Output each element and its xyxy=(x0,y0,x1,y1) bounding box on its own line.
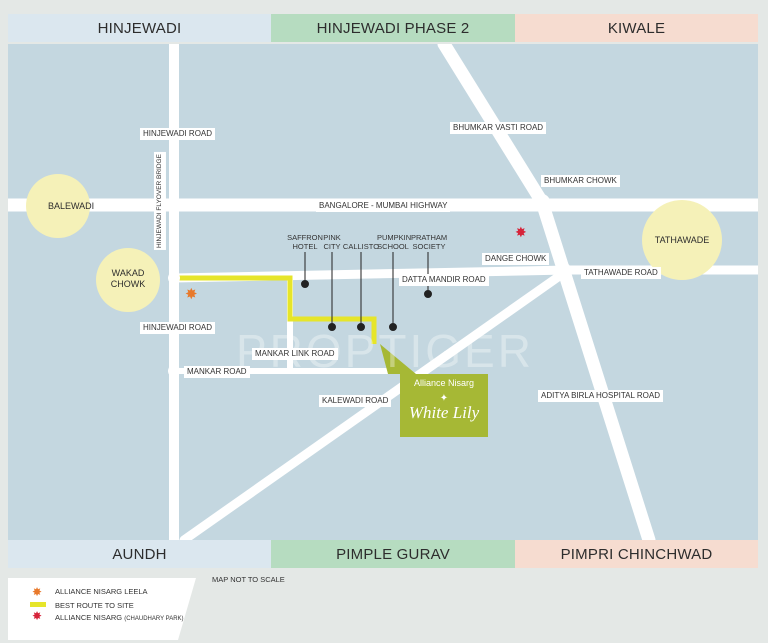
label-kalewadi-road: KALEWADI ROAD xyxy=(319,395,392,407)
road-aditya-birla xyxy=(535,195,656,540)
sparkle-icon: ✦ xyxy=(439,393,449,404)
legend-panel: ✸ ✸ xyxy=(8,578,196,640)
legend-alliance-suffix: (CHAUDHARY PARK) xyxy=(124,616,184,622)
site-subtitle: Alliance Nisarg xyxy=(413,378,475,388)
junction-mankar xyxy=(168,365,180,377)
legend-label-alliance-nisarg: ALLIANCE NISARG (CHAUDHARY PARK) xyxy=(55,613,184,622)
label-aditya-birla-hospital-road: ADITYA BIRLA HOSPITAL ROAD xyxy=(538,390,663,402)
label-pratham-society: PRATHAM SOCIETY xyxy=(411,233,448,251)
junction-wakad xyxy=(168,272,180,284)
label-hinjewadi-flyover: HINJEWADI FLYOVER BRIDGE xyxy=(153,152,166,250)
site-name-text: White Lily xyxy=(408,403,480,422)
legend-star-red-icon: ✸ xyxy=(32,609,42,623)
site-pointer xyxy=(380,344,416,374)
region-pimple-gurav: PIMPLE GURAV xyxy=(271,540,515,568)
junction-bhumkar xyxy=(534,194,550,210)
label-mankar-link-road: MANKAR LINK ROAD xyxy=(252,348,338,360)
label-bhumkar-chowk: BHUMKAR CHOWK xyxy=(541,175,620,187)
label-datta-mandir-road: DATTA MANDIR ROAD xyxy=(399,274,489,286)
circle-balewadi xyxy=(26,174,90,238)
label-saffron-hotel: SAFFRON HOTEL xyxy=(287,233,323,251)
label-mankar-road: MANKAR ROAD xyxy=(184,366,250,378)
region-pimpri-chinchwad: PIMPRI CHINCHWAD xyxy=(515,540,758,568)
region-hinjewadi-phase-2: HINJEWADI PHASE 2 xyxy=(271,14,515,42)
circle-tathawade xyxy=(642,200,722,280)
label-bangalore-mumbai-highway: BANGALORE - MUMBAI HIGHWAY xyxy=(316,200,451,212)
pin-pink-city xyxy=(328,323,336,331)
pin-pumpkin-school xyxy=(389,323,397,331)
region-kiwale: KIWALE xyxy=(515,14,758,42)
pin-saffron-hotel xyxy=(301,280,309,288)
best-route xyxy=(178,275,377,344)
pin-pratham-society xyxy=(424,290,432,298)
legend-label-best-route: BEST ROUTE TO SITE xyxy=(55,601,134,610)
legend-label-leela: ALLIANCE NISARG LEELA xyxy=(55,587,148,596)
label-balewadi: BALEWADI xyxy=(48,201,95,211)
map-not-to-scale-note: MAP NOT TO SCALE xyxy=(212,575,285,584)
label-pumpkin-school: PUMPKIN SCHOOL xyxy=(377,233,412,251)
legend-route-swatch xyxy=(30,602,46,607)
label-dange-chowk: DANGE CHOWK xyxy=(482,253,550,265)
label-pink-city: PINK CITY xyxy=(323,233,341,251)
star-alliance-nisarg-leela-map: ✸ xyxy=(185,285,198,303)
circle-wakad-chowk xyxy=(96,248,160,312)
region-aundh: AUNDH xyxy=(8,540,271,568)
project-site-box: Alliance Nisarg ✦ White Lily xyxy=(400,374,488,437)
junction-dange xyxy=(555,262,571,278)
legend-star-orange-icon: ✸ xyxy=(32,585,42,599)
label-bhumkar-vasti-road: BHUMKAR VASTI ROAD xyxy=(450,122,547,134)
label-hinjewadi-road-mid: HINJEWADI ROAD xyxy=(140,322,216,334)
label-wakad-chowk: WAKAD CHOWK xyxy=(110,268,146,289)
map-area: ✸ ✸ PROPTIGER BALEWADI WAKAD CHOWK TATHA… xyxy=(8,44,758,540)
label-hinjewadi-road-top: HINJEWADI ROAD xyxy=(140,128,216,140)
site-name: ✦ White Lily xyxy=(400,393,488,423)
pin-callisto xyxy=(357,323,365,331)
label-tathawade-road: TATHAWADE ROAD xyxy=(581,267,661,279)
legend-alliance-text: ALLIANCE NISARG xyxy=(55,613,123,622)
star-alliance-nisarg-map: ✸ xyxy=(515,225,527,241)
label-callisto: CALLISTO xyxy=(342,242,380,251)
label-tathawade: TATHAWADE xyxy=(654,235,710,245)
region-hinjewadi: HINJEWADI xyxy=(8,14,271,42)
